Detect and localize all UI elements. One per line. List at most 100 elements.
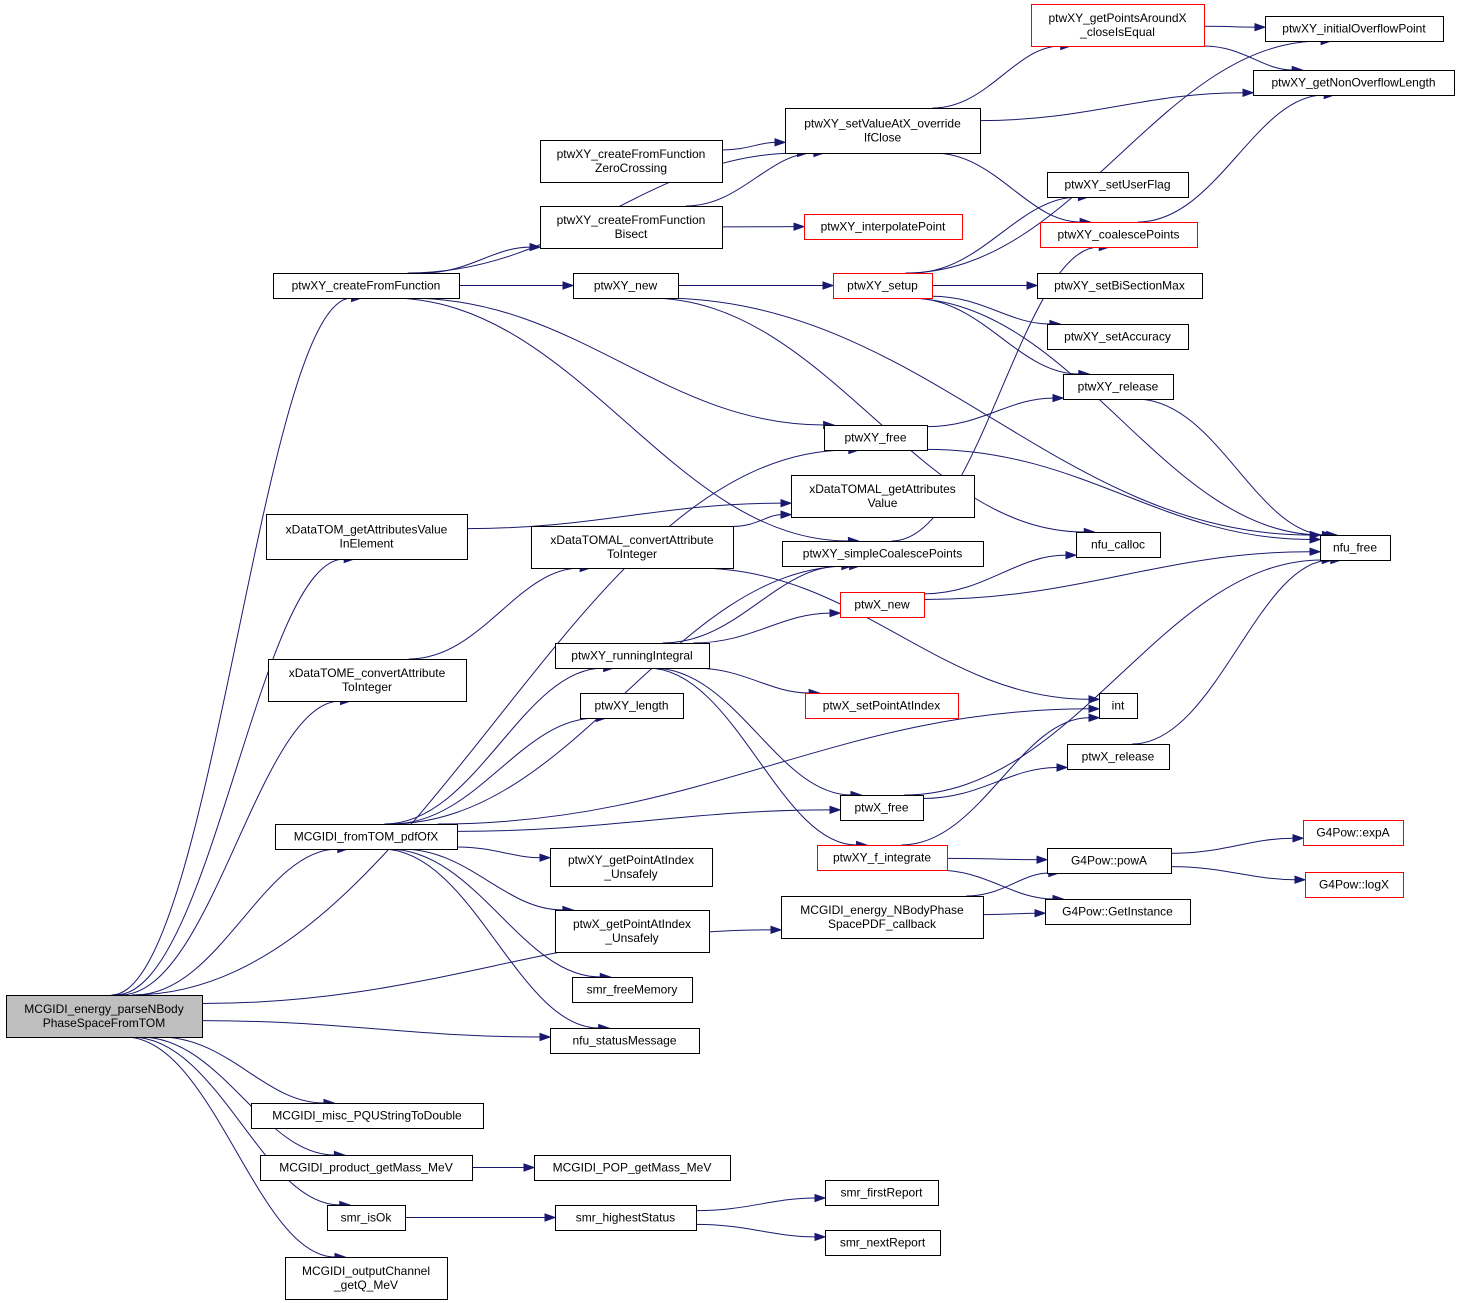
node-getNonOverflowLength[interactable]: ptwXY_getNonOverflowLength [1253,70,1455,96]
edge-line [922,766,1058,800]
edge-arrowhead [1036,855,1049,864]
node-interpolatePoint[interactable]: ptwXY_interpolatePoint [804,214,963,240]
node-expA[interactable]: G4Pow::expA [1303,820,1404,846]
node-label: MCGIDI_misc_PQUStringToDouble [272,1109,462,1123]
node-box [804,214,963,240]
node-smr_firstReport[interactable]: smr_firstReport [825,1180,939,1206]
node-setBiSectionMax[interactable]: ptwXY_setBiSectionMax [1037,273,1203,299]
edge-line [140,1036,335,1156]
edge-line [931,295,1050,325]
node-label: Value [868,496,898,510]
node-label: ptwXY_setBiSectionMax [1054,279,1185,293]
node-getInstance[interactable]: G4Pow::GetInstance [1045,899,1191,925]
node-ptwX_new[interactable]: ptwX_new [840,592,925,618]
edge-line [685,152,814,207]
node-smr_nextReport[interactable]: smr_nextReport [825,1230,941,1256]
node-smr_highestStatus[interactable]: smr_highestStatus [555,1205,697,1231]
node-xDataTOMAL_getAttributesValue[interactable]: xDataTOMAL_getAttributesValue [791,475,975,518]
node-label: MCGIDI_energy_NBodyPhase [800,903,964,917]
node-label: ptwXY_simpleCoalescePoints [803,547,962,561]
edge-line [905,40,1322,274]
node-box [825,1180,939,1206]
edge-line [923,554,1067,595]
edge-arrowhead [1088,713,1101,722]
node-PQUStringToDouble[interactable]: MCGIDI_misc_PQUStringToDouble [251,1103,484,1129]
call-edge-ptwXY_release-to-nfu_free [1136,398,1339,540]
node-ptwXY_new[interactable]: ptwXY_new [573,273,679,299]
edge-line [979,92,1244,122]
node-label: ptwXY_coalescePoints [1057,228,1179,242]
node-label: _closeIsEqual [1079,25,1155,39]
node-box [840,795,924,821]
node-f_integrate[interactable]: ptwXY_f_integrate [817,845,948,871]
node-smr_freeMemory[interactable]: smr_freeMemory [572,977,693,1003]
node-ptwXY_release[interactable]: ptwXY_release [1063,374,1174,400]
node-label: MCGIDI_POP_getMass_MeV [553,1161,712,1175]
node-setAccuracy[interactable]: ptwXY_setAccuracy [1047,324,1189,350]
node-getPointAtIndexX[interactable]: ptwX_getPointAtIndex_Unsafely [555,910,710,953]
node-callback[interactable]: MCGIDI_energy_NBodyPhaseSpacePDF_callbac… [781,896,984,939]
node-box [268,659,467,702]
node-nfu_calloc[interactable]: nfu_calloc [1076,532,1161,558]
edge-line [159,1036,324,1104]
node-label: smr_nextReport [840,1236,926,1250]
edge-arrowhead [1292,834,1305,843]
node-label: G4Pow::powA [1071,854,1147,868]
edge-line [695,1197,816,1212]
edge-arrowhead [814,1232,827,1242]
node-box [1076,532,1161,558]
call-edge-createFromFunction-to-simpleCoalescePoints [390,297,860,546]
node-powA[interactable]: G4Pow::powA [1047,848,1172,874]
edge-line [901,717,1090,846]
node-ptwX_free[interactable]: ptwX_free [840,795,924,821]
node-POP_getMass[interactable]: MCGIDI_POP_getMass_MeV [534,1155,731,1181]
node-logX[interactable]: G4Pow::logX [1305,872,1404,898]
node-initialOverflowPoint[interactable]: ptwXY_initialOverflowPoint [1265,16,1444,42]
edge-line [647,667,857,846]
edge-arrowhead [822,281,835,290]
edge-line [115,558,345,996]
node-box [785,108,981,154]
node-nfu_free[interactable]: nfu_free [1320,535,1391,561]
node-product_getMass[interactable]: MCGIDI_product_getMass_MeV [260,1155,473,1181]
node-label: smr_freeMemory [587,983,678,997]
edge-line [384,667,604,825]
call-edges [111,22,1343,1262]
node-smr_isOk[interactable]: smr_isOk [327,1205,406,1231]
node-createFromFunction[interactable]: ptwXY_createFromFunction [273,273,460,299]
node-setup[interactable]: ptwXY_setup [833,273,933,299]
edge-line [721,141,776,151]
edge-line [891,246,1100,542]
node-label: IfClose [864,131,902,145]
node-getPointAtIndexXY[interactable]: ptwXY_getPointAtIndex_Unsafely [550,848,713,887]
call-edge-createFromFunction-to-ptwXY_new [458,281,575,290]
node-setUserFlag[interactable]: ptwXY_setUserFlag [1047,172,1189,198]
node-simpleCoalescePoints[interactable]: ptwXY_simpleCoalescePoints [782,541,984,567]
node-setPointAtIndex[interactable]: ptwX_setPointAtIndex [805,693,959,719]
edge-arrowhead [1052,393,1065,403]
node-int[interactable]: int [1099,693,1138,719]
edge-line [201,1020,541,1038]
node-fromTOM_pdfOfX[interactable]: MCGIDI_fromTOM_pdfOfX [275,824,458,850]
node-getPointsAroundX[interactable]: ptwXY_getPointsAroundX_closeIsEqual [1031,4,1205,47]
node-nfu_statusMessage[interactable]: nfu_statusMessage [550,1028,700,1054]
node-label: ptwXY_createFromFunction [557,213,706,227]
node-label: MCGIDI_product_getMass_MeV [279,1161,452,1175]
node-ptwX_release[interactable]: ptwX_release [1067,744,1170,770]
node-outputChannel_getQ[interactable]: MCGIDI_outputChannel_getQ_MeV [285,1257,448,1300]
node-runningIntegral[interactable]: ptwXY_runningIntegral [555,643,710,669]
node-coalescePoints[interactable]: ptwXY_coalescePoints [1040,222,1198,248]
node-ptwXY_free[interactable]: ptwXY_free [824,425,928,451]
node-root: MCGIDI_energy_parseNBodyPhaseSpaceFromTO… [6,995,203,1038]
node-ptwXY_length[interactable]: ptwXY_length [580,693,684,719]
call-edge-f_integrate-to-powA [946,855,1049,864]
call-edge-powA-to-logX [1170,866,1307,884]
node-label: ptwXY_setAccuracy [1064,330,1171,344]
